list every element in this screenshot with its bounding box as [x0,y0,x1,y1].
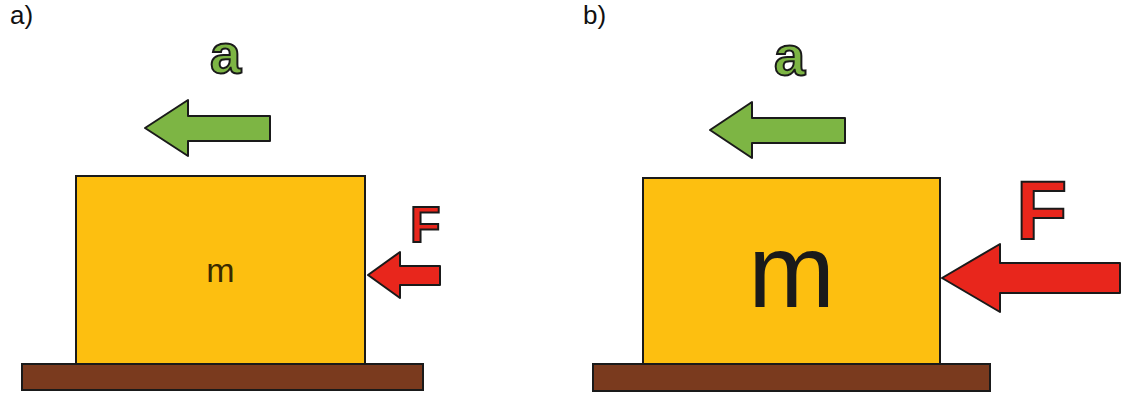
ground [593,364,990,391]
panel-label: a) [10,2,33,28]
mass-block: m [642,177,941,365]
mass-block: m [75,175,366,365]
acceleration-label: a [210,26,241,82]
mass-label: m [748,219,835,323]
force-label: F [1016,168,1067,252]
acceleration-arrow [145,100,270,156]
panel-label: b) [583,2,606,28]
acceleration-arrow [710,102,845,158]
force-arrow [942,244,1120,312]
ground [22,364,423,390]
acceleration-label: a [774,28,805,84]
mass-label: m [206,253,234,287]
force-label: F [410,200,441,250]
force-arrow [368,252,440,298]
